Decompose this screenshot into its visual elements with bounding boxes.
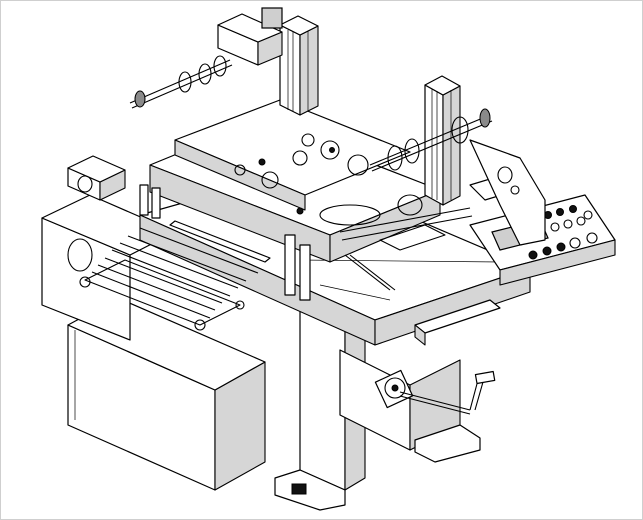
right-shaft [369, 108, 493, 172]
drive-motor [67, 155, 126, 201]
feed-rollers [79, 220, 271, 331]
posts [139, 184, 396, 301]
column-left [279, 15, 319, 116]
top-motor-shaft [129, 7, 283, 109]
right-guard [469, 139, 546, 246]
hand-crank [374, 369, 496, 415]
